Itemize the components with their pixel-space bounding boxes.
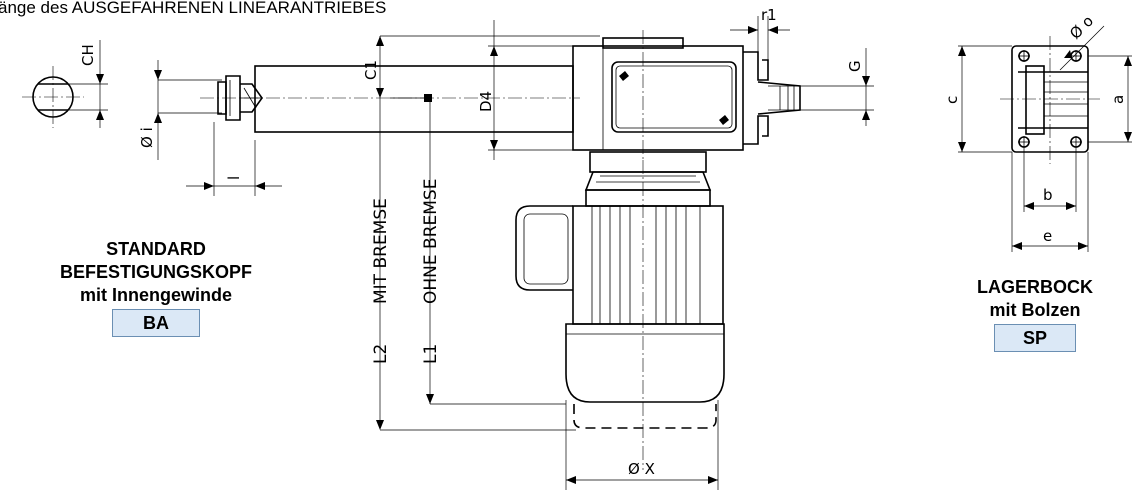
dim-g — [800, 48, 874, 126]
gear-flange — [584, 151, 712, 207]
dim-l1-l2 — [376, 394, 576, 431]
dim-label-l: l — [225, 176, 243, 180]
dim-label-c: c — [943, 96, 961, 104]
brake-extension — [573, 404, 717, 429]
badge-ba: BA — [112, 309, 200, 337]
bearing-block — [1000, 36, 1100, 164]
badge-sp: SP — [993, 324, 1076, 352]
dim-label-ch: CH — [79, 44, 97, 66]
dim-oi — [154, 60, 222, 160]
label-befestigungskopf-line1: STANDARD — [106, 239, 206, 259]
dim-r1 — [730, 16, 790, 60]
dim-label-oo: Ø o — [1066, 12, 1097, 43]
trunnion-pin — [743, 51, 801, 145]
dim-label-mit-bremse: MIT BREMSE — [371, 198, 391, 304]
label-lagerbock: LAGERBOCK mit Bolzen SP — [940, 276, 1130, 352]
head-end-view — [22, 40, 108, 128]
drawing-caption: änge des AUSGEFAHRENEN LINEARANTRIEBES — [0, 0, 387, 17]
label-befestigungskopf-line2: BEFESTIGUNGSKOPF — [59, 262, 252, 282]
terminal-box — [515, 205, 573, 291]
dim-oo — [1059, 25, 1105, 71]
dim-label-b: b — [1043, 186, 1053, 204]
dim-ox — [565, 400, 719, 490]
label-lagerbock-line1: LAGERBOCK — [977, 277, 1093, 297]
dim-c-a — [958, 45, 1132, 153]
dim-label-d4: D4 — [477, 91, 495, 112]
label-befestigungskopf-line3: mit Innengewinde — [79, 285, 232, 305]
fan-cover — [565, 323, 725, 403]
dim-label-ohne-bremse: OHNE BREMSE — [421, 179, 441, 304]
dim-label-e: e — [1043, 227, 1052, 245]
dim-label-g: G — [846, 60, 864, 72]
dim-label-r1: r1 — [761, 6, 777, 24]
dim-b-e — [1011, 148, 1089, 252]
label-befestigungskopf: STANDARD BEFESTIGUNGSKOPF mit Innengewin… — [36, 238, 276, 337]
label-lagerbock-line2: mit Bolzen — [989, 300, 1081, 320]
dim-l — [186, 122, 282, 196]
dim-label-l1: L1 — [421, 344, 441, 364]
dim-label-l2: L2 — [371, 344, 391, 364]
gearbox-housing — [572, 30, 744, 160]
dim-label-a: a — [1109, 95, 1127, 104]
motor-body — [572, 160, 724, 470]
dim-label-ox: Ø X — [628, 460, 655, 478]
dim-label-oi: Ø i — [138, 127, 156, 148]
dim-label-c1: C1 — [362, 60, 380, 80]
outer-tube — [200, 65, 580, 133]
dim-c1-d4 — [376, 20, 600, 426]
